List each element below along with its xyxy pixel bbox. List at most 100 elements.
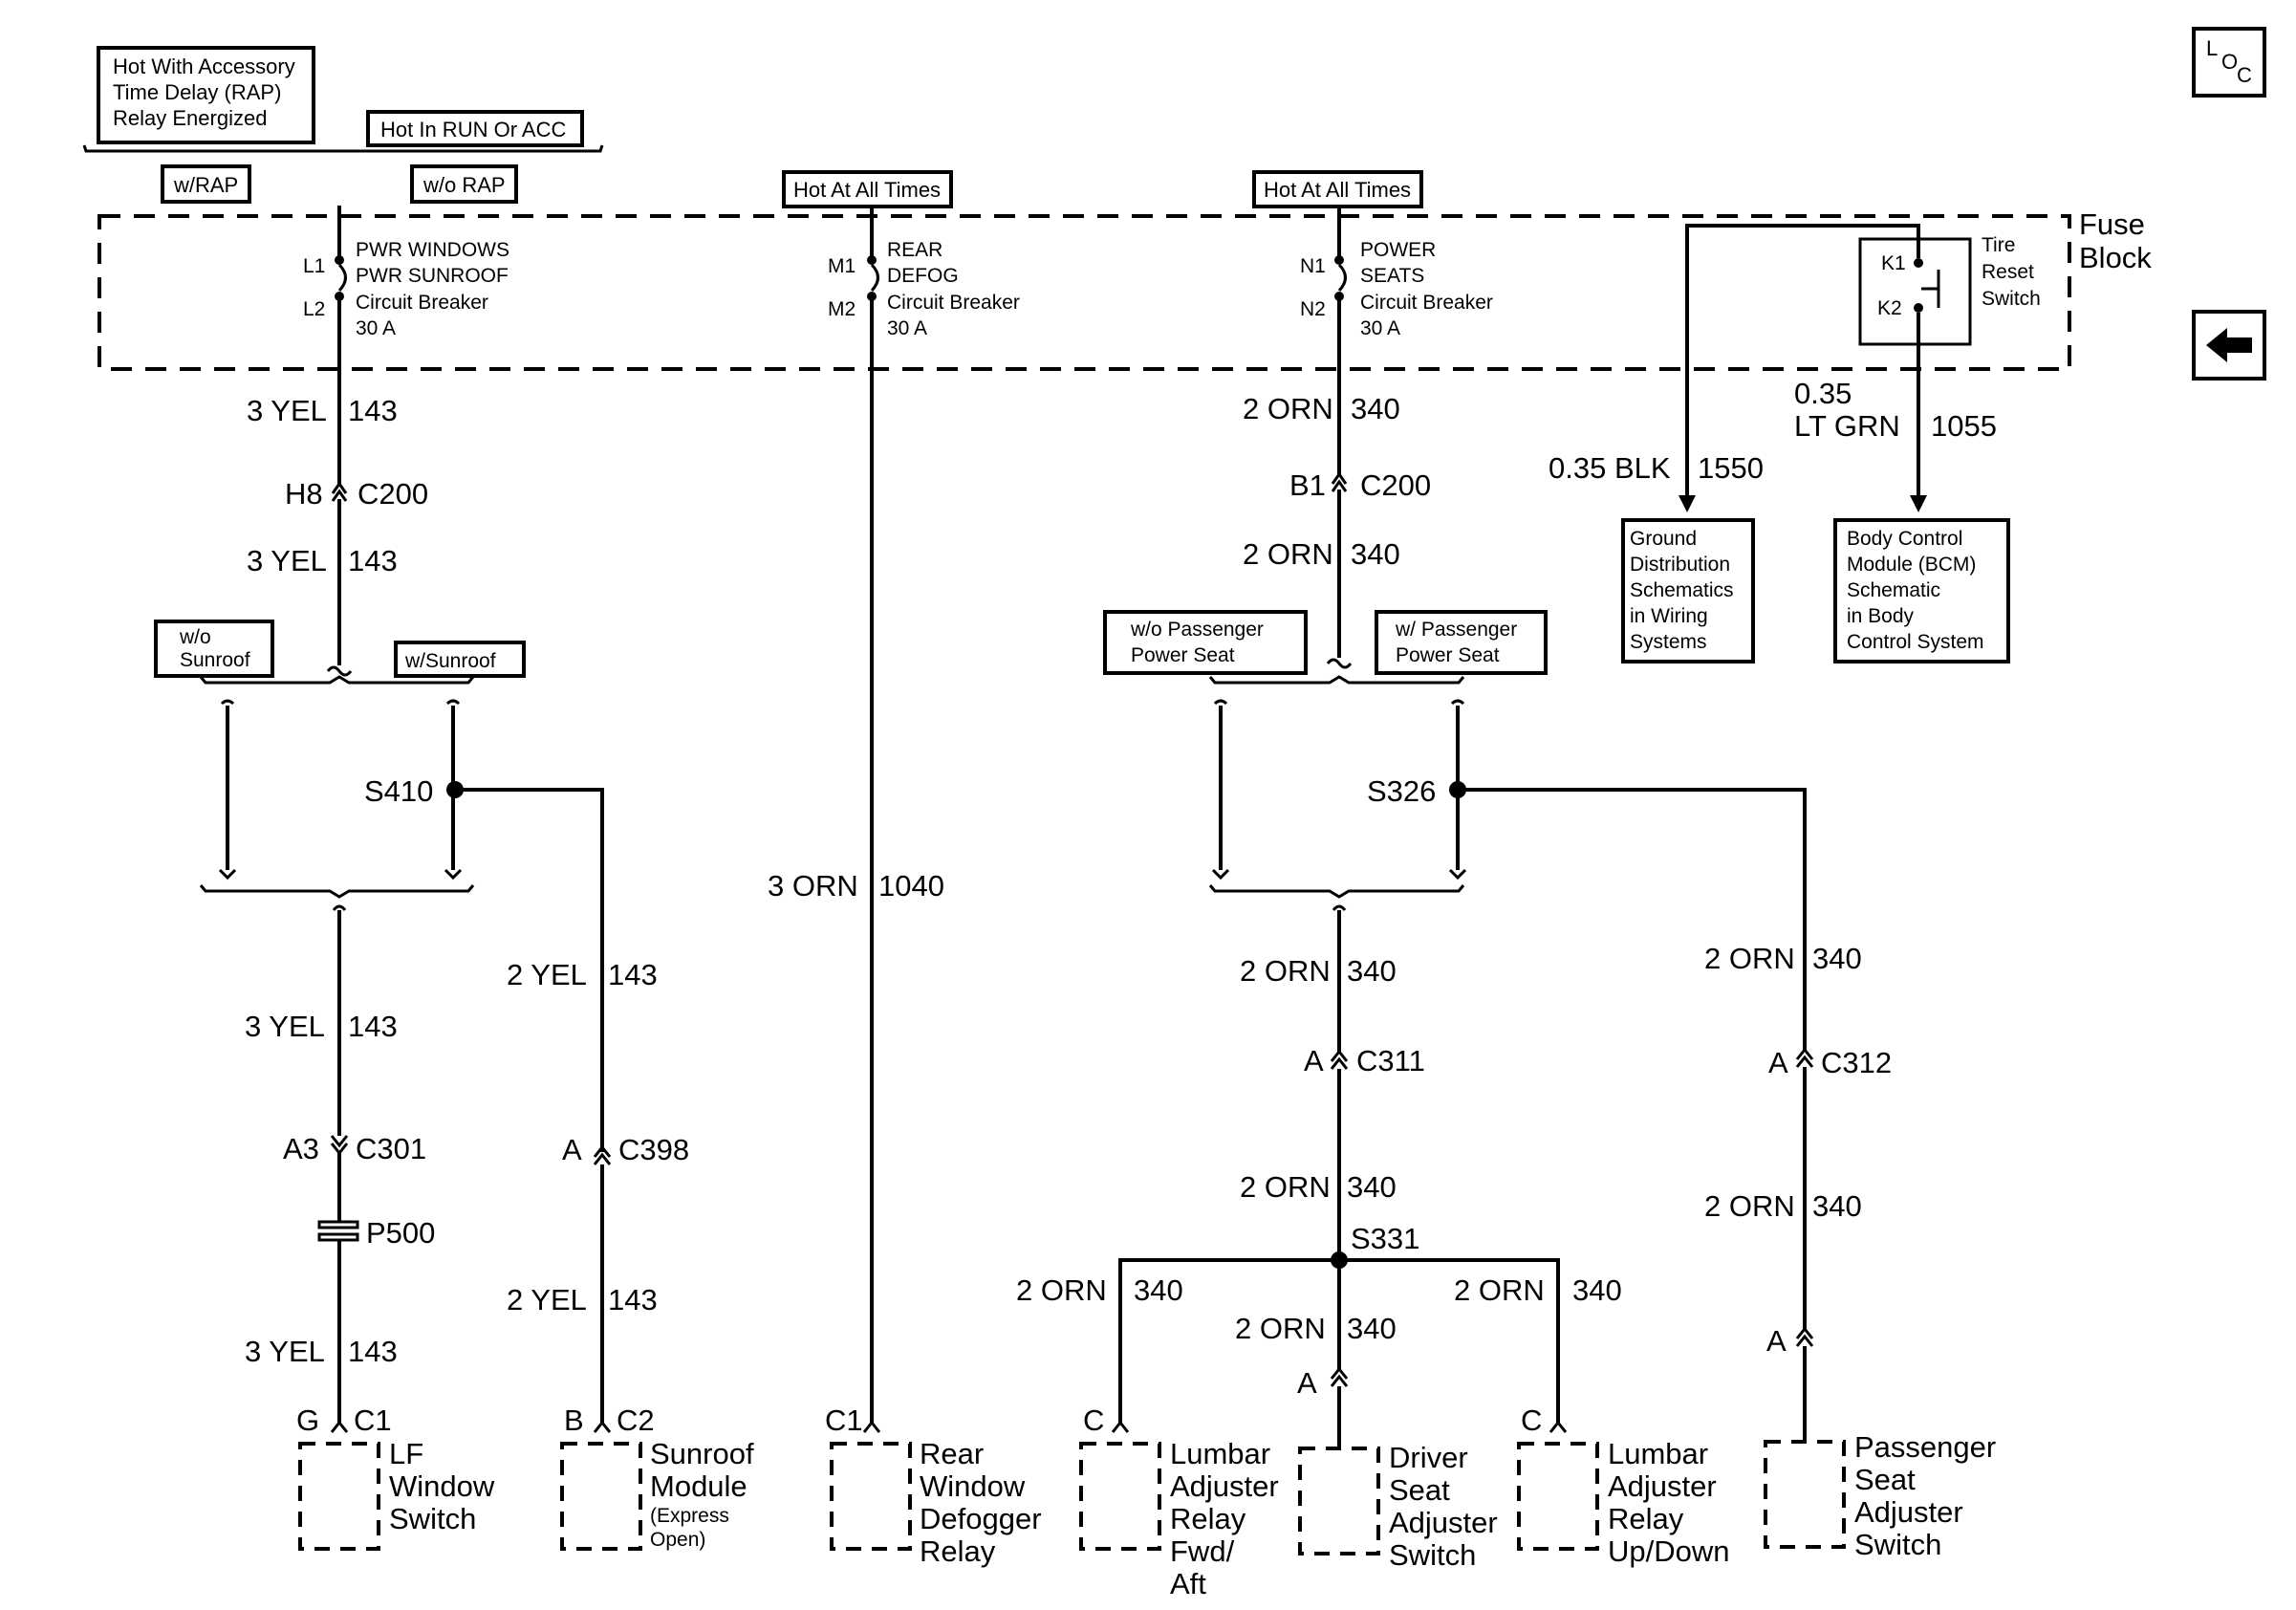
svg-text:Open): Open) — [650, 1529, 705, 1551]
svg-text:340: 340 — [1347, 1170, 1397, 1204]
svg-text:C1: C1 — [354, 1403, 392, 1437]
svg-text:Fwd/: Fwd/ — [1170, 1534, 1235, 1568]
wo-sunroof-label: w/o Sunroof — [154, 620, 274, 678]
svg-text:C: C — [2237, 63, 2252, 87]
ground-distribution-reference: Ground Distribution Schematics in Wiring… — [1621, 518, 1755, 664]
c301-connector-label: A3 — [283, 1132, 319, 1165]
lumbar-adjuster-relay-up-down: Lumbar Adjuster Relay Up/Down — [1517, 1437, 1730, 1568]
circuit-340: 2 ORN 340 B1 C200 2 ORN 340 — [1243, 298, 1431, 669]
svg-text:2 ORN: 2 ORN — [1240, 1170, 1331, 1204]
lumbar-adjuster-relay-fwd-aft: Lumbar Adjuster Relay Fwd/ Aft — [1079, 1437, 1279, 1600]
loc-button[interactable]: L O C — [2192, 27, 2266, 98]
svg-text:Window: Window — [389, 1469, 495, 1503]
svg-text:2 ORN: 2 ORN — [1016, 1273, 1107, 1307]
rear-window-defogger-relay: Rear Window Defogger Relay — [830, 1437, 1042, 1568]
svg-text:C200: C200 — [357, 477, 428, 511]
bcm-reference: Body Control Module (BCM) Schematic in B… — [1833, 518, 2010, 664]
svg-text:340: 340 — [1812, 942, 1862, 975]
svg-text:2 ORN: 2 ORN — [1235, 1312, 1326, 1345]
svg-text:L2: L2 — [303, 298, 325, 320]
c312-connector-label: A — [1768, 1046, 1788, 1079]
svg-text:Systems: Systems — [1630, 631, 1707, 653]
svg-text:30 A: 30 A — [887, 317, 927, 339]
svg-text:Hot At All Times: Hot At All Times — [1264, 178, 1411, 202]
svg-text:(Express: (Express — [650, 1505, 729, 1527]
svg-text:3 YEL: 3 YEL — [247, 544, 327, 577]
run-acc-label: Hot In RUN Or ACC — [366, 110, 584, 147]
svg-text:C1: C1 — [825, 1403, 863, 1437]
svg-text:w/o RAP: w/o RAP — [422, 173, 506, 197]
svg-text:w/o Passenger: w/o Passenger — [1130, 619, 1264, 641]
svg-text:C: C — [1083, 1403, 1104, 1437]
svg-text:Adjuster: Adjuster — [1170, 1469, 1279, 1503]
svg-text:143: 143 — [348, 1335, 398, 1368]
svg-text:2 YEL: 2 YEL — [507, 958, 587, 991]
svg-text:143: 143 — [348, 1010, 398, 1043]
svg-text:Time Delay (RAP): Time Delay (RAP) — [113, 80, 281, 104]
svg-text:340: 340 — [1347, 954, 1397, 988]
svg-text:Hot In RUN Or ACC: Hot In RUN Or ACC — [380, 118, 566, 141]
svg-text:Ground: Ground — [1630, 528, 1697, 550]
svg-text:3 YEL: 3 YEL — [247, 394, 327, 427]
svg-text:Schematics: Schematics — [1630, 579, 1734, 601]
p500-label: P500 — [366, 1216, 435, 1250]
loc-icon: L O C — [2206, 36, 2252, 87]
sunroof-branch-wire — [455, 788, 604, 1152]
svg-text:Block: Block — [2079, 241, 2152, 274]
svg-text:LF: LF — [389, 1437, 423, 1470]
w-sunroof-label: w/Sunroof — [394, 641, 526, 678]
svg-text:Aft: Aft — [1170, 1567, 1206, 1600]
svg-text:C200: C200 — [1360, 468, 1431, 502]
svg-text:Adjuster: Adjuster — [1608, 1469, 1717, 1503]
w-passenger-seat-label: w/ Passenger Power Seat — [1375, 610, 1548, 675]
svg-text:Seat: Seat — [1389, 1473, 1450, 1507]
svg-text:340: 340 — [1351, 392, 1400, 425]
svg-text:Control System: Control System — [1847, 631, 1984, 653]
passenger-seat-leg: 2 ORN 340 A C312 2 ORN 340 A — [1704, 942, 1892, 1442]
svg-text:K1: K1 — [1881, 252, 1906, 274]
svg-text:N2: N2 — [1300, 298, 1326, 320]
pwr-windows-breaker: L1 L2 PWR WINDOWS PWR SUNROOF Circuit Br… — [303, 206, 509, 339]
svg-text:Switch: Switch — [1389, 1538, 1476, 1572]
svg-text:PWR SUNROOF: PWR SUNROOF — [356, 265, 509, 287]
svg-text:Lumbar: Lumbar — [1608, 1437, 1708, 1470]
svg-text:M2: M2 — [828, 298, 856, 320]
svg-text:M1: M1 — [828, 255, 856, 277]
svg-text:C311: C311 — [1356, 1044, 1425, 1077]
svg-text:340: 340 — [1347, 1312, 1397, 1345]
hot-at-all-times-label-1: Hot At All Times — [782, 170, 953, 208]
svg-text:Defogger: Defogger — [920, 1502, 1042, 1535]
sunroof-leg: 2 YEL 143 A C398 2 YEL 143 B C2 — [507, 958, 689, 1437]
driver-seat-adjuster-switch: Driver Seat Adjuster Switch — [1298, 1441, 1498, 1572]
svg-text:Schematic: Schematic — [1847, 579, 1940, 601]
svg-text:L1: L1 — [303, 255, 325, 277]
svg-text:C312: C312 — [1821, 1046, 1892, 1079]
svg-text:S410: S410 — [364, 774, 433, 808]
svg-text:Seat: Seat — [1854, 1463, 1916, 1496]
power-source-bracket — [82, 144, 604, 153]
svg-text:C398: C398 — [618, 1133, 689, 1166]
svg-text:143: 143 — [608, 958, 658, 991]
svg-text:143: 143 — [348, 394, 398, 427]
svg-text:340: 340 — [1351, 537, 1400, 571]
svg-text:Relay: Relay — [920, 1534, 996, 1568]
without-rap-label: w/o RAP — [410, 164, 518, 204]
driver-seat-trunk: 2 ORN 340 A C311 2 ORN 340 S331 2 ORN 34… — [1016, 904, 1622, 1448]
svg-text:2 ORN: 2 ORN — [1243, 537, 1333, 571]
svg-text:0.35 BLK: 0.35 BLK — [1549, 451, 1671, 485]
hot-at-all-times-label-2: Hot At All Times — [1252, 170, 1423, 208]
svg-text:1055: 1055 — [1931, 409, 1997, 443]
power-seats-breaker: N1 N2 POWER SEATS Circuit Breaker 30 A — [1300, 207, 1493, 339]
svg-text:3 YEL: 3 YEL — [245, 1335, 325, 1368]
svg-text:2 ORN: 2 ORN — [1704, 942, 1795, 975]
svg-text:Circuit Breaker: Circuit Breaker — [887, 292, 1020, 314]
svg-text:Rear: Rear — [920, 1437, 984, 1470]
svg-text:L: L — [2206, 36, 2218, 60]
svg-text:Hot With Accessory: Hot With Accessory — [113, 54, 295, 78]
svg-text:Adjuster: Adjuster — [1854, 1495, 1963, 1529]
fuse-block-title: Fuse — [2079, 207, 2145, 241]
svg-text:143: 143 — [348, 544, 398, 577]
c398-connector-label: A — [562, 1133, 582, 1166]
back-button[interactable] — [2192, 310, 2266, 381]
